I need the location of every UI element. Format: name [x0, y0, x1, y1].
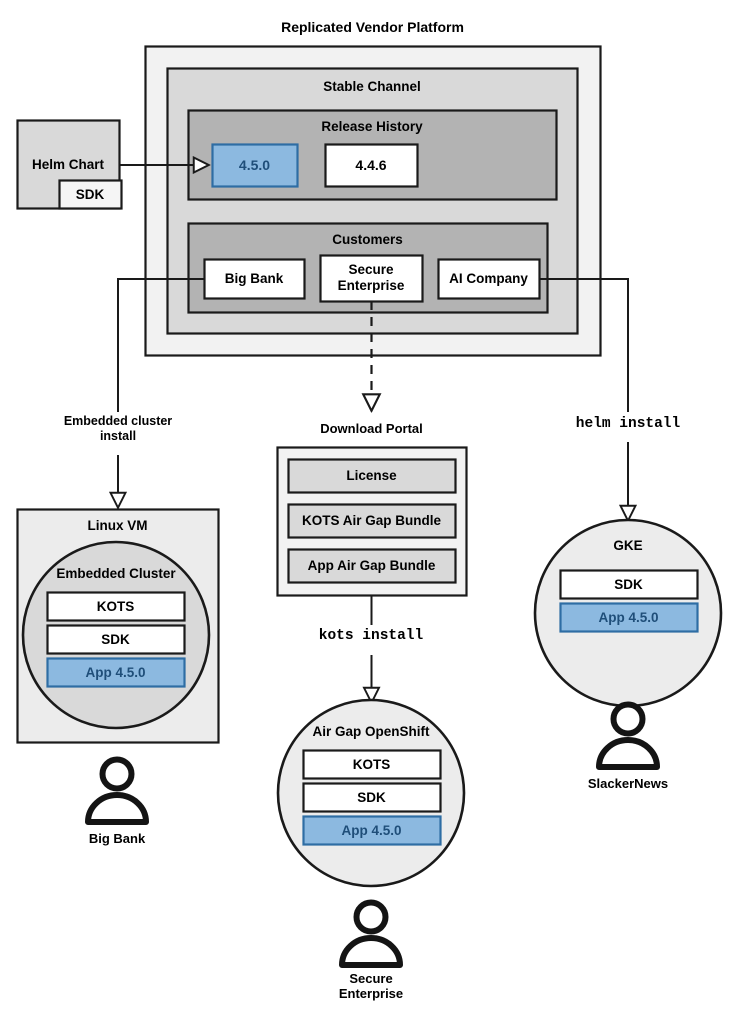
person-icon-secure-enterprise: [339, 899, 403, 968]
customer-box-0[interactable]: [203, 258, 306, 300]
openshift-component-label-2: App 4.5.0: [341, 823, 402, 838]
portal-item-box-0[interactable]: [287, 458, 457, 494]
release-history-title: Release History: [321, 119, 423, 134]
connector-bigbank: [117, 278, 204, 412]
gke-component-label-0: SDK: [614, 577, 643, 592]
helm-chart-sdk-box[interactable]: [58, 179, 123, 210]
gke-component-label-1: App 4.5.0: [598, 610, 659, 625]
linuxvm-component-label-0: KOTS: [96, 599, 135, 614]
openshift-component-label-1: SDK: [357, 790, 386, 805]
linuxvm-component-box-1[interactable]: [46, 624, 186, 655]
page-title: Replicated Vendor Platform: [281, 19, 464, 35]
gke-component-box-1[interactable]: [559, 602, 699, 633]
download-portal-title: Download Portal: [320, 421, 423, 436]
openshift-component-box-2[interactable]: [302, 815, 442, 846]
airgap-openshift-title: Air Gap OpenShift: [312, 724, 430, 739]
release-box-0[interactable]: [211, 143, 299, 188]
person-icon-big-bank: [85, 756, 149, 825]
person-icon-slackernews: [596, 701, 660, 770]
portal-item-label-0: License: [346, 468, 397, 483]
portal-item-label-1: KOTS Air Gap Bundle: [301, 513, 441, 528]
actor-secure-line1: Secure: [349, 971, 393, 986]
linuxvm-component-label-2: App 4.5.0: [85, 665, 146, 680]
embedded-install-line1: Embedded cluster: [63, 414, 173, 428]
embedded-install-line2: install: [99, 428, 137, 443]
linuxvm-component-label-1: SDK: [101, 632, 130, 647]
release-box-1[interactable]: [324, 143, 419, 188]
customer-label-2: AI Company: [449, 271, 528, 286]
openshift-component-label-0: KOTS: [352, 757, 391, 772]
stable-channel-title: Stable Channel: [323, 79, 421, 94]
gke-title: GKE: [613, 538, 643, 553]
openshift-component-box-0[interactable]: [302, 749, 442, 780]
portal-item-box-1[interactable]: [287, 503, 457, 539]
embedded-cluster-title: Embedded Cluster: [56, 566, 176, 581]
helm-install-label: helm install: [575, 416, 681, 432]
openshift-component-box-1[interactable]: [302, 782, 442, 813]
release-label-0: 4.5.0: [238, 157, 271, 173]
linux-vm-title: Linux VM: [87, 518, 148, 533]
customers-title: Customers: [332, 232, 403, 247]
connector-ai-company: [539, 278, 629, 412]
portal-item-box-2[interactable]: [287, 548, 457, 584]
release-label-1: 4.4.6: [355, 157, 387, 173]
actor-secure-line2: Enterprise: [338, 986, 404, 1002]
actor-label-slackernews: SlackerNews: [587, 776, 669, 791]
customer-box-1[interactable]: [319, 254, 424, 303]
linuxvm-component-box-2[interactable]: [46, 657, 186, 688]
helm-chart-sdk-label: SDK: [75, 187, 105, 202]
customer-label-0: Big Bank: [224, 271, 284, 286]
gke-component-box-0[interactable]: [559, 569, 699, 600]
actor-label-big-bank: Big Bank: [88, 831, 146, 846]
kots-install-label: kots install: [318, 628, 424, 644]
customer-box-2[interactable]: [437, 258, 541, 300]
portal-item-label-2: App Air Gap Bundle: [307, 558, 436, 573]
linuxvm-component-box-0[interactable]: [46, 591, 186, 622]
helm-chart-title: Helm Chart: [31, 157, 104, 172]
